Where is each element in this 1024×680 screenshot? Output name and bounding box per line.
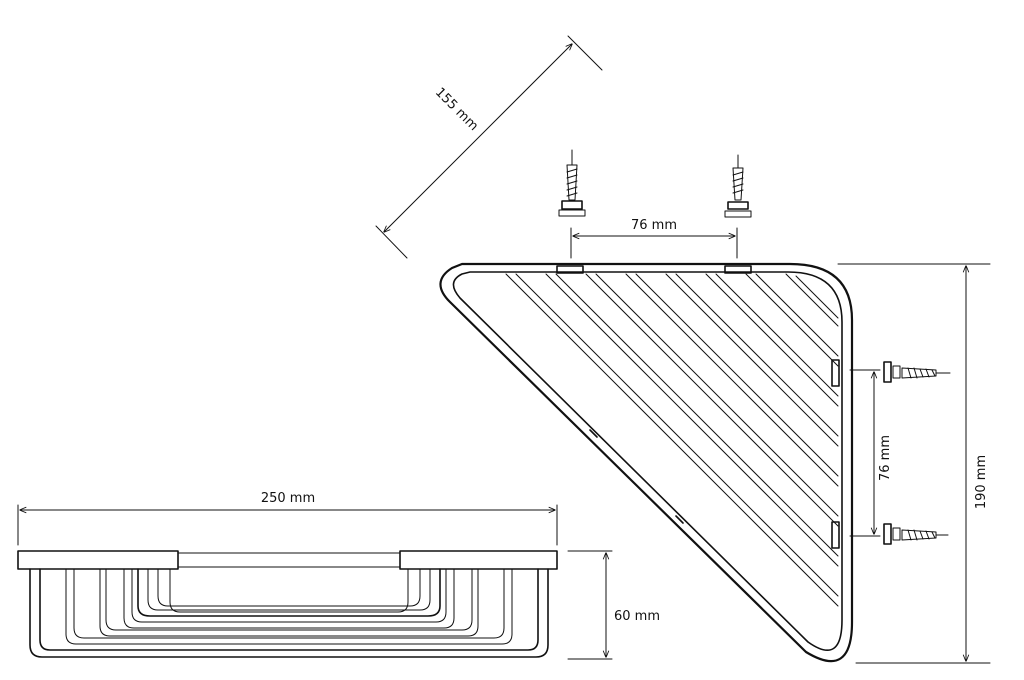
basket-outer-frame bbox=[439, 262, 854, 663]
wire-loop-12 bbox=[169, 568, 409, 613]
height-dimension-label: 60 mm bbox=[614, 609, 660, 624]
depth-extension-lower bbox=[375, 225, 408, 259]
side-length-label: 190 mm bbox=[974, 455, 989, 509]
mount-tab-top-right bbox=[724, 265, 752, 274]
mount-tab-side-top bbox=[831, 359, 840, 387]
basket-inner-frame bbox=[452, 271, 843, 652]
wire-loop-8 bbox=[131, 568, 447, 623]
mount-tab-top-left bbox=[556, 265, 584, 274]
wire-loop-11 bbox=[157, 568, 421, 607]
wire-loop-2 bbox=[39, 568, 539, 651]
wire-loop-5 bbox=[99, 568, 479, 637]
wire-loop-9 bbox=[137, 568, 441, 617]
wire-loop-4 bbox=[73, 568, 505, 639]
wire-loop-3 bbox=[65, 568, 513, 645]
wire-loop-6 bbox=[105, 568, 473, 631]
depth-extension-upper bbox=[567, 35, 603, 71]
frame-joint-2 bbox=[675, 515, 684, 524]
right-mount-plate bbox=[399, 550, 558, 570]
screw-top-right-icon bbox=[724, 154, 752, 218]
wire-loop-10 bbox=[147, 568, 431, 611]
front-view: 250 mm 60 mm bbox=[17, 491, 660, 660]
wire-loop-1 bbox=[29, 568, 549, 658]
depth-dimension-line bbox=[384, 44, 572, 232]
side-spacing-label: 76 mm bbox=[878, 435, 893, 481]
top-spacing-label: 76 mm bbox=[631, 218, 677, 233]
left-mount-plate bbox=[17, 550, 179, 570]
wire-loop-7 bbox=[123, 568, 455, 629]
screw-top-left-icon bbox=[558, 149, 586, 217]
width-dimension-label: 250 mm bbox=[261, 491, 315, 506]
diagonal-wires bbox=[505, 273, 839, 607]
screw-side-bottom-icon bbox=[883, 523, 949, 545]
mount-tab-side-bottom bbox=[831, 521, 840, 549]
frame-joint-1 bbox=[589, 429, 598, 438]
depth-dimension-label: 155 mm bbox=[432, 85, 481, 134]
screw-side-top-icon bbox=[883, 361, 951, 383]
